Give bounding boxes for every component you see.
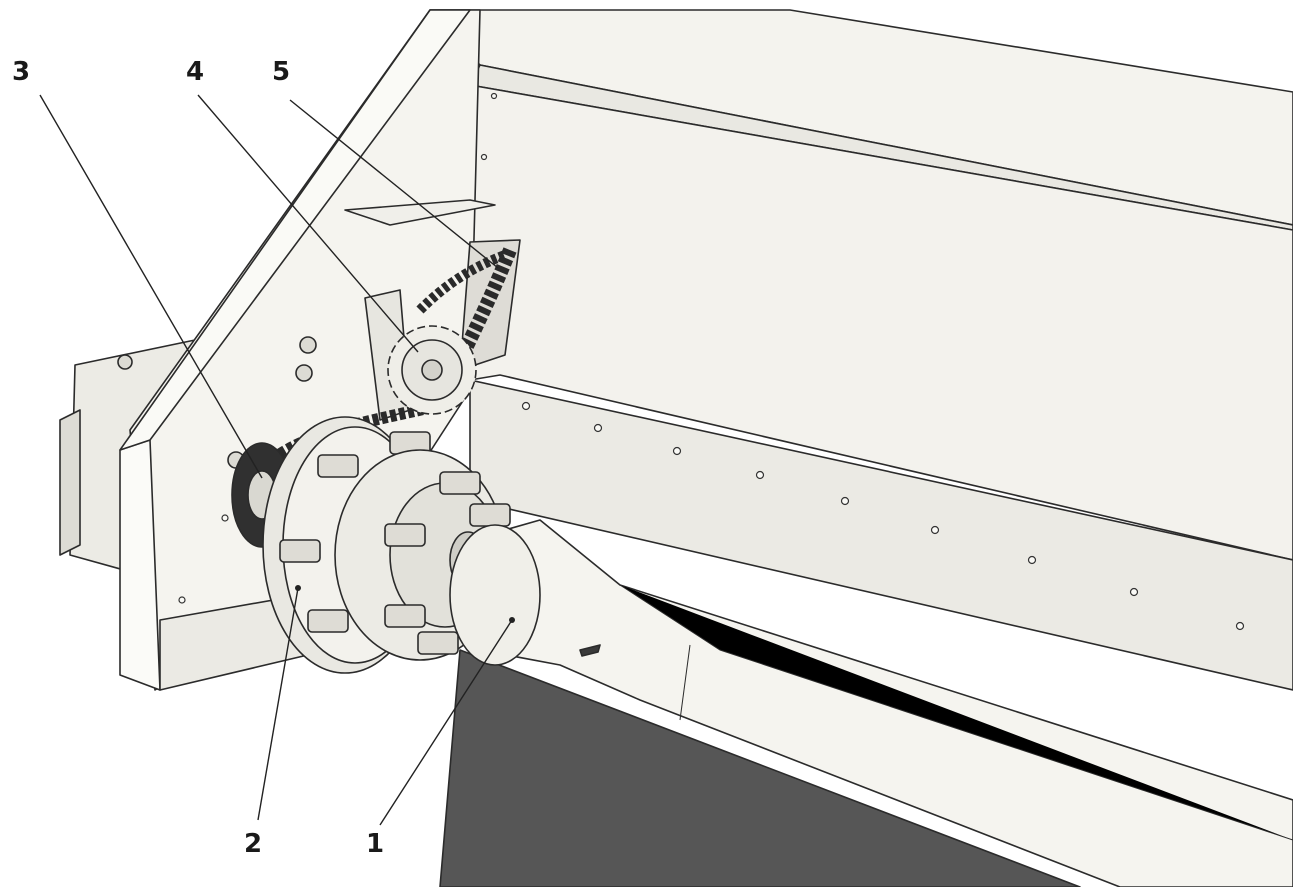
leader-5	[289, 99, 499, 269]
side-plate-slant	[119, 9, 471, 451]
idler-sprocket	[387, 325, 477, 415]
pto-shaft	[449, 519, 1293, 887]
leader-3	[39, 94, 263, 479]
housing-lower-flange	[469, 379, 1293, 691]
gearbox-plug	[117, 354, 133, 370]
lower-skirt	[439, 649, 1081, 887]
callout-label-2: 2	[244, 829, 262, 859]
callout-label-1: 1	[366, 829, 384, 859]
leader-4	[197, 94, 419, 353]
callout-label-5: 5	[272, 57, 290, 87]
leader-1	[379, 619, 513, 826]
bracket-ledge	[344, 199, 496, 226]
callout-label-4: 4	[186, 57, 204, 87]
callout-label-3: 3	[12, 57, 30, 87]
gearbox-end-face	[59, 409, 81, 556]
flange-bolt-holes	[480, 92, 1245, 631]
leader-2-dot	[295, 585, 301, 591]
leader-lines	[39, 94, 515, 826]
leader-1-dot	[509, 617, 515, 623]
leader-2	[257, 587, 299, 821]
